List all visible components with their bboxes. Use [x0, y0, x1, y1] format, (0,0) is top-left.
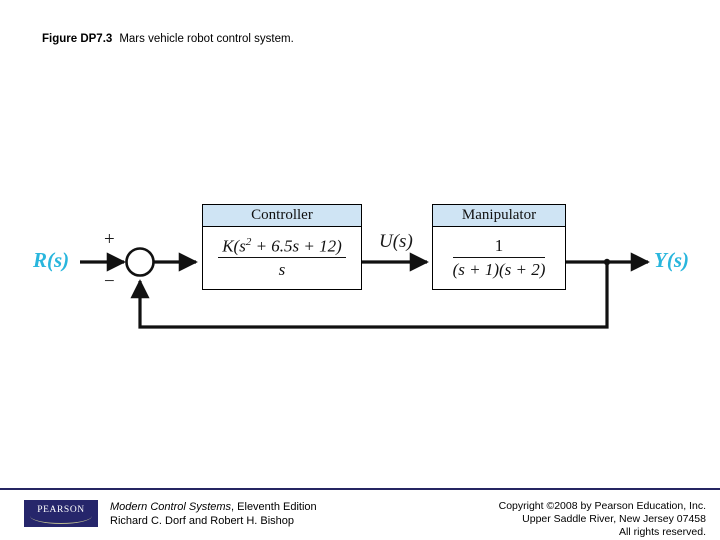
manipulator-block: Manipulator 1 (s + 1)(s + 2)	[432, 204, 566, 290]
copyright-notice: Copyright ©2008 by Pearson Education, In…	[499, 500, 706, 539]
figure-number: Figure DP7.3	[42, 33, 113, 45]
manipulator-block-body: 1 (s + 1)(s + 2)	[433, 227, 565, 289]
footer-divider	[0, 488, 720, 490]
feedback-path	[130, 262, 609, 329]
manipulator-denominator: (s + 1)(s + 2)	[452, 260, 546, 279]
control-signal-label: U(s)	[379, 231, 413, 252]
output-signal-label: Y(s)	[654, 248, 689, 272]
controller-numerator: K(s2 + 6.5s + 12)	[218, 236, 346, 259]
summing-junction-circle	[125, 247, 155, 277]
copyright-line-1: Copyright ©2008 by Pearson Education, In…	[498, 500, 706, 512]
sum-minus-sign: −	[104, 271, 115, 292]
book-edition: , Eleventh Edition	[231, 501, 317, 513]
diagram-lines	[80, 247, 650, 329]
figure-caption: Figure DP7.3 Mars vehicle robot control s…	[42, 33, 294, 45]
controller-transfer-function: K(s2 + 6.5s + 12) s	[218, 236, 346, 280]
controller-block-body: K(s2 + 6.5s + 12) s	[203, 227, 361, 289]
controller-numerator-exponent: 2	[245, 236, 252, 249]
pearson-logo-text: PEARSON	[37, 505, 85, 515]
block-diagram: R(s) Y(s) U(s) + − Controller K(s2 + 6.5…	[33, 204, 689, 329]
controller-block-header: Controller	[203, 205, 361, 227]
controller-denominator: s	[278, 260, 286, 280]
manipulator-transfer-function: 1 (s + 1)(s + 2)	[452, 236, 546, 279]
copyright-line-2: Upper Saddle River, New Jersey 07458	[522, 513, 706, 525]
footer-book-info: Modern Control Systems, Eleventh Edition…	[110, 500, 317, 528]
controller-numerator-base: K(s	[222, 236, 246, 256]
controller-numerator-rest: + 6.5s + 12)	[251, 236, 342, 256]
book-title: Modern Control Systems	[110, 501, 232, 513]
manipulator-block-header: Manipulator	[433, 205, 565, 227]
copyright-line-3: All rights reserved.	[619, 526, 706, 538]
pearson-logo-swoosh	[30, 516, 92, 524]
footer-book-line1: Modern Control Systems, Eleventh Edition	[110, 500, 317, 514]
input-signal-label: R(s)	[33, 248, 70, 272]
pearson-logo: PEARSON	[24, 500, 98, 527]
figure-title: Mars vehicle robot control system.	[119, 33, 294, 45]
controller-block: Controller K(s2 + 6.5s + 12) s	[202, 204, 362, 290]
manipulator-numerator: 1	[452, 236, 546, 258]
sum-plus-sign: +	[104, 229, 115, 250]
book-authors: Richard C. Dorf and Robert H. Bishop	[110, 515, 295, 527]
